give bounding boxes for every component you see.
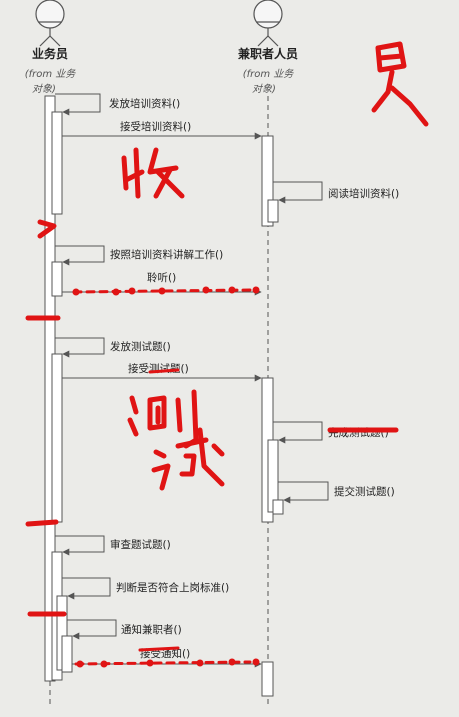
message-arrow <box>67 619 117 640</box>
message-arrow <box>55 337 105 358</box>
actor-source-2: 对象) <box>32 83 56 95</box>
actor-source-2: 对象) <box>252 83 276 95</box>
message-arrow <box>55 93 101 116</box>
actor-source: (from 业务 <box>243 68 295 80</box>
actor-salesperson: 业务员 (from 业务 对象) <box>25 0 77 95</box>
handwritten-annotation <box>25 41 429 668</box>
message-arrow <box>62 577 111 600</box>
message-label: 发放测试题() <box>110 340 171 353</box>
actor-source: (from 业务 <box>25 68 77 80</box>
actor-head-icon <box>253 0 283 29</box>
actor-head-icon <box>35 0 65 29</box>
message-label: 通知兼职者() <box>121 623 182 636</box>
activation-bar <box>267 199 279 223</box>
activation-bar <box>61 635 73 673</box>
message-label: 审查题试题() <box>110 538 171 551</box>
message-label: 提交测试题() <box>334 485 395 498</box>
message-arrow <box>278 481 329 504</box>
message-label: 判断是否符合上岗标准() <box>116 581 229 594</box>
message-label: 阅读培训资料() <box>328 187 399 200</box>
activation-bar <box>51 353 63 523</box>
activation-bar <box>51 261 63 297</box>
message-label: 发放培训资料() <box>109 97 180 110</box>
actor-name: 兼职者人员 <box>237 46 298 61</box>
message-label: 接受培训资料() <box>120 120 191 133</box>
activation-bar <box>261 135 274 227</box>
message-arrow <box>55 245 105 266</box>
message-arrow <box>273 421 323 444</box>
message-arrow <box>55 535 105 556</box>
message-arrow <box>273 181 323 204</box>
message-label: 聆听() <box>147 271 176 284</box>
message-label: 接受测试题() <box>128 362 189 375</box>
message-label: 按照培训资料讲解工作() <box>110 248 223 261</box>
actor-part-timer: 兼职者人员 (from 业务 对象) <box>237 0 298 95</box>
activation-bar <box>261 661 274 697</box>
activation-bar <box>272 499 284 515</box>
actor-name: 业务员 <box>32 46 68 61</box>
activation-bar <box>51 111 63 215</box>
